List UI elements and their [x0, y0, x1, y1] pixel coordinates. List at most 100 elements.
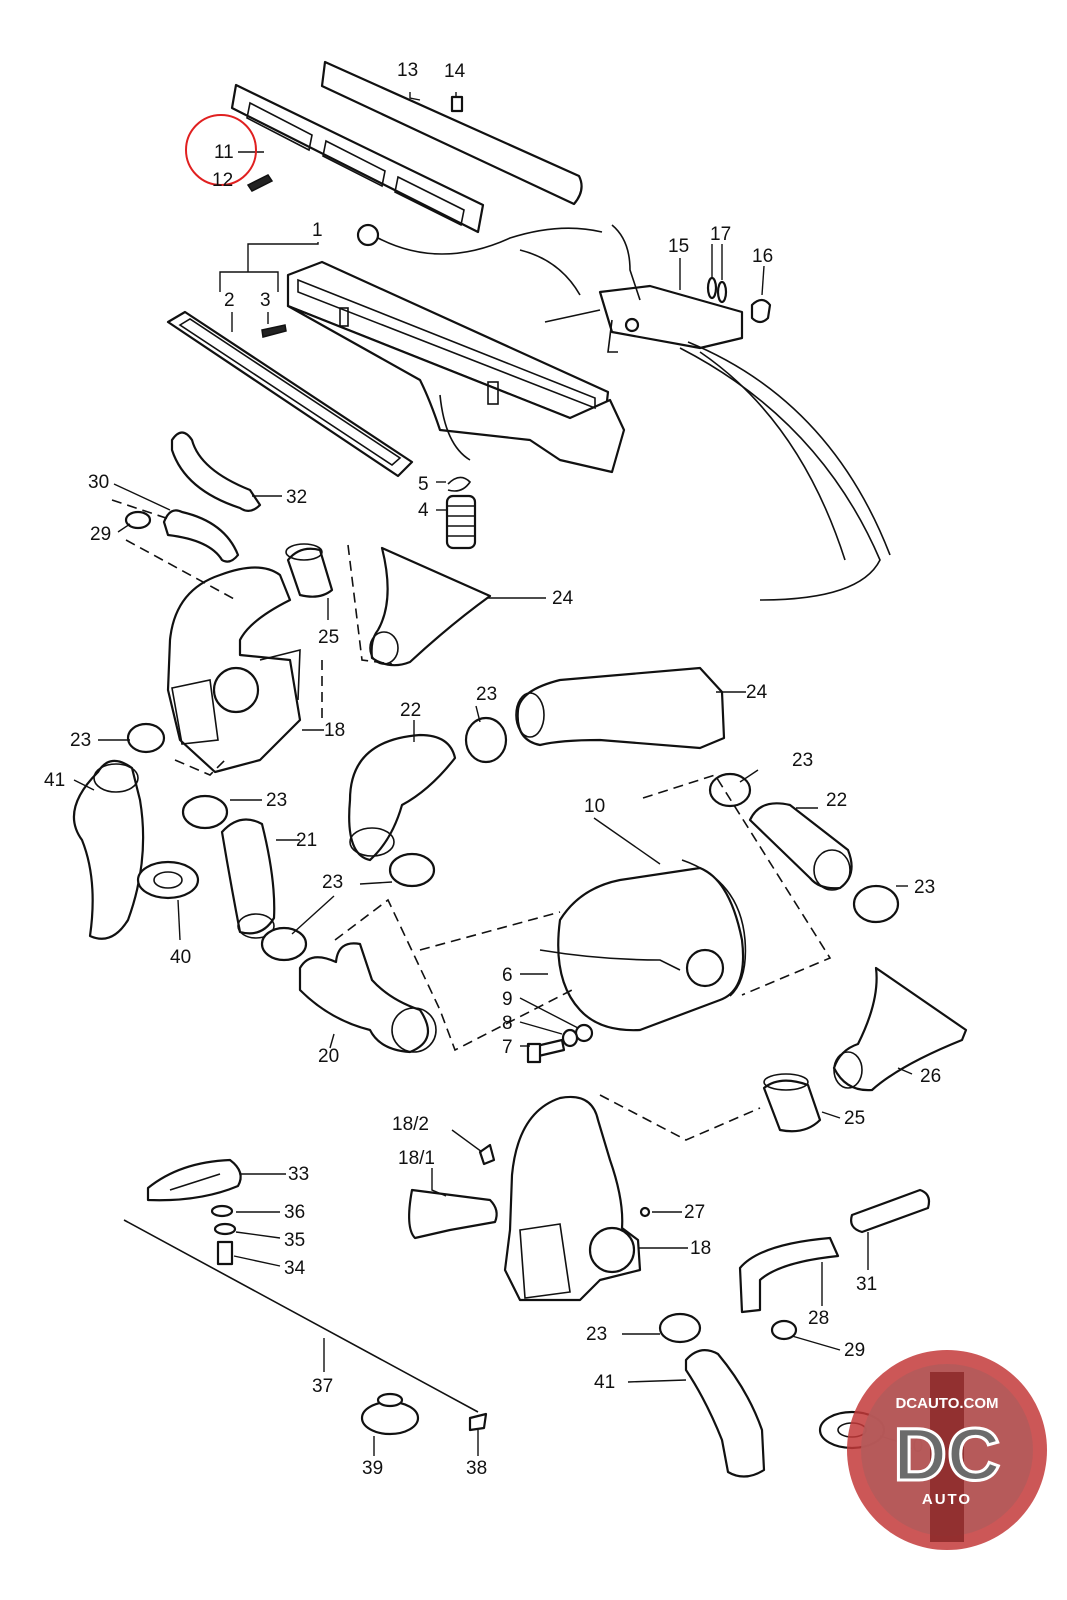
part-22-hose-mid	[348, 733, 457, 862]
callout-34: 34	[284, 1258, 306, 1279]
callout-30: 30	[88, 472, 109, 493]
callout-23g: 23	[586, 1324, 607, 1345]
part-35-washer	[213, 1222, 237, 1236]
callout-20: 20	[318, 1046, 339, 1067]
callout-18-2: 18/2	[392, 1114, 429, 1135]
logo-word: AUTO	[922, 1491, 972, 1508]
callout-15: 15	[668, 236, 689, 257]
callout-18a: 18	[324, 720, 345, 741]
callout-24: 24	[552, 588, 574, 609]
part-33-cover	[146, 1158, 242, 1202]
part-9-washer	[574, 1023, 594, 1043]
part-20-y-pipe	[298, 942, 437, 1054]
part-38-clip	[468, 1412, 488, 1432]
part-36-washer	[210, 1204, 234, 1218]
callout-24b: 24	[746, 682, 768, 703]
wiring-harness-and-cables	[356, 223, 891, 601]
callout-labels: 13 14 11 12 1 2 3 17 16 15 5 4 30 32 29 …	[44, 60, 941, 1479]
callout-26: 26	[920, 1066, 941, 1087]
callout-1: 1	[312, 220, 323, 241]
callout-2: 2	[224, 290, 235, 311]
callout-38: 38	[466, 1458, 487, 1479]
part-32-hose	[170, 431, 262, 512]
callout-13: 13	[397, 60, 418, 81]
part-12-screw	[246, 174, 274, 192]
callout-41b: 41	[594, 1372, 615, 1393]
callout-14: 14	[444, 61, 466, 82]
callout-32: 32	[286, 487, 307, 508]
callout-3: 3	[260, 290, 271, 311]
part-23-clamp-left	[126, 722, 166, 754]
callout-21: 21	[296, 830, 317, 851]
part-28-hose	[738, 1236, 840, 1314]
part-18-2-clip	[478, 1143, 496, 1166]
callout-7: 7	[502, 1037, 513, 1058]
part-39-grommet	[360, 1392, 420, 1436]
part-17-bulbs	[706, 276, 728, 304]
callout-12: 12	[212, 170, 233, 191]
part-14-clip	[450, 95, 464, 113]
callout-8: 8	[502, 1013, 513, 1034]
part-41-hose-left	[72, 759, 145, 940]
part-18-throttle-body-lower	[503, 1095, 642, 1302]
part-1-air-housing	[286, 260, 626, 474]
part-23-clamp-e	[260, 926, 308, 962]
callout-16: 16	[752, 246, 773, 267]
callout-28: 28	[808, 1308, 829, 1329]
callout-25: 25	[318, 627, 339, 648]
callout-23f: 23	[914, 877, 935, 898]
callout-40a: 40	[170, 947, 191, 968]
callout-10: 10	[584, 796, 605, 817]
callout-23e: 23	[322, 872, 343, 893]
part-23-clamp-d	[388, 852, 436, 888]
callout-23d: 23	[266, 790, 287, 811]
part-5-clip	[447, 476, 472, 492]
part-37-cable	[123, 1219, 479, 1413]
part-24-duct	[369, 546, 492, 667]
callout-25b: 25	[844, 1108, 865, 1129]
callout-23b: 23	[70, 730, 91, 751]
part-3-screw	[261, 324, 287, 338]
part-34-screw	[216, 1240, 234, 1266]
highlight-circle	[185, 114, 257, 186]
part-8-washer	[561, 1028, 579, 1048]
callout-41a: 41	[44, 770, 65, 791]
part-25-sleeve-lower	[762, 1073, 822, 1133]
callout-36: 36	[284, 1202, 305, 1223]
part-7-bolt	[526, 1038, 566, 1064]
callout-22b: 22	[826, 790, 847, 811]
callout-23a: 23	[476, 684, 497, 705]
part-11-trim-panel	[230, 83, 485, 234]
part-31-hose	[850, 1188, 931, 1234]
part-40-washer-left	[136, 860, 200, 900]
callout-37: 37	[312, 1376, 333, 1397]
part-10-blower	[539, 859, 747, 1032]
part-30-hose	[162, 509, 240, 563]
callout-39: 39	[362, 1458, 383, 1479]
callout-18b: 18	[690, 1238, 711, 1259]
part-22-hose-right	[748, 802, 853, 891]
part-13-cover-strip	[320, 60, 583, 206]
part-29-clamp-lower	[770, 1319, 798, 1341]
part-24-duct-right	[515, 666, 726, 750]
part-4-bellows	[445, 494, 477, 550]
callout-33: 33	[288, 1164, 309, 1185]
callout-27: 27	[684, 1202, 705, 1223]
logo-url: DCAUTO.COM	[895, 1395, 998, 1412]
part-18-throttle-body	[166, 566, 302, 774]
part-41-hose-right	[684, 1349, 766, 1478]
part-25-sleeve	[285, 543, 334, 598]
callout-9: 9	[502, 989, 513, 1010]
callout-31: 31	[856, 1274, 877, 1295]
callout-4: 4	[418, 500, 429, 521]
callout-23c: 23	[792, 750, 813, 771]
callout-22a: 22	[400, 700, 421, 721]
callout-29b: 29	[844, 1340, 865, 1361]
callout-6: 6	[502, 965, 513, 986]
part-21-hose	[220, 818, 276, 939]
part-15-control-bracket	[598, 284, 744, 353]
part-26-duct	[832, 966, 968, 1092]
dcauto-logo: DCAUTO.COM DC AUTO	[847, 1350, 1047, 1550]
part-23-clamp-b	[181, 794, 229, 830]
